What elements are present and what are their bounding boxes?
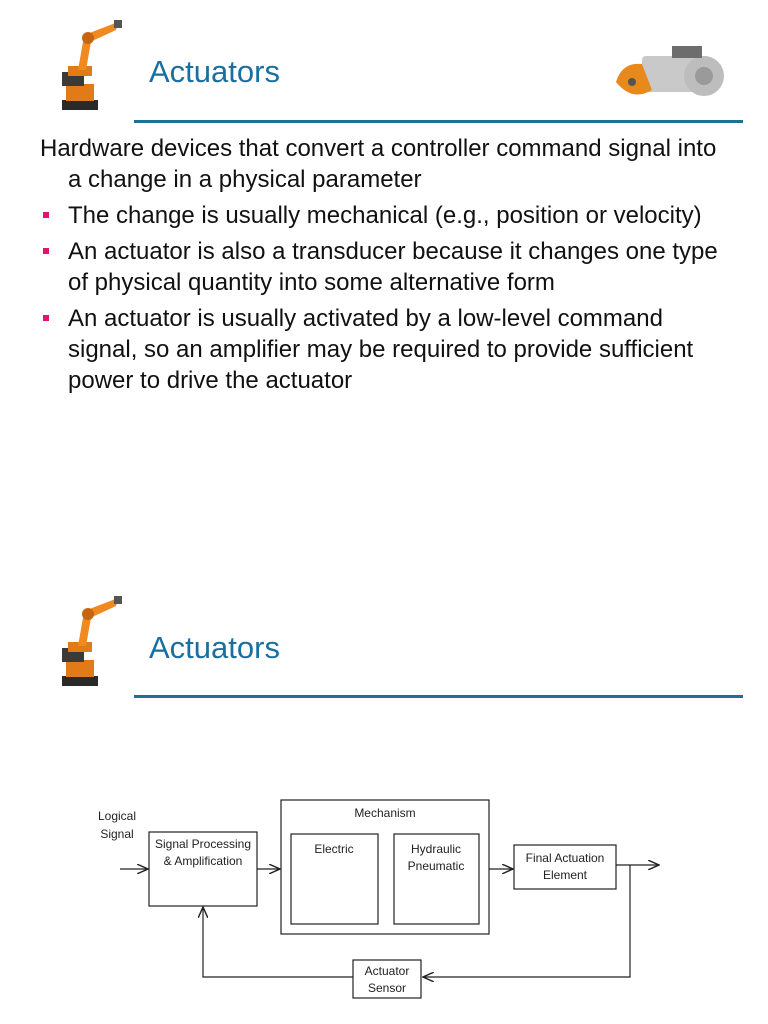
hydraulic-pneumatic-block [393, 833, 480, 925]
title-divider [134, 120, 743, 123]
bullet-text: The change is usually mechanical (e.g., … [68, 202, 702, 229]
bullet-icon [43, 212, 49, 218]
input-label-line2: Signal [100, 827, 133, 841]
bullet-list: The change is usually mechanical (e.g., … [40, 200, 730, 396]
page-title: Actuators [149, 54, 280, 89]
bullet-text: An actuator is also a transducer because… [68, 238, 718, 296]
mechanism-label: Mechanism [354, 806, 415, 820]
list-item: An actuator is also a transducer because… [40, 236, 730, 298]
slide-body: Hardware devices that convert a controll… [40, 133, 730, 401]
intro-text: Hardware devices that convert a controll… [40, 135, 717, 193]
feedback-line-to-signal-processing [203, 907, 353, 978]
electric-block [290, 833, 379, 925]
title-divider [134, 695, 743, 698]
electric-label: Electric [314, 842, 353, 856]
page-title: Actuators [149, 630, 280, 665]
slide-2: Actuators Logical Signal Signal Processi… [0, 576, 768, 1024]
hydraulic-line1: Hydraulic [411, 842, 461, 856]
final-line2: Element [543, 868, 588, 882]
bullet-icon [43, 248, 49, 254]
signal-block-line1: Signal Processing [155, 837, 251, 851]
final-actuation-block [513, 844, 617, 890]
final-line1: Final Actuation [526, 851, 605, 865]
hydraulic-line2: Pneumatic [408, 859, 465, 873]
list-item: An actuator is usually activated by a lo… [40, 303, 730, 396]
slide-1: Actuators Hardware devices that convert … [0, 0, 768, 470]
input-label-line1: Logical [98, 809, 136, 823]
sensor-line1: Actuator [365, 964, 410, 978]
bullet-text: An actuator is usually activated by a lo… [68, 305, 694, 394]
bullet-icon [43, 315, 49, 321]
sensor-line2: Sensor [368, 981, 406, 995]
actuator-sensor-block [352, 959, 422, 999]
list-item: The change is usually mechanical (e.g., … [40, 200, 730, 231]
industrial-robot-icon [62, 596, 122, 686]
servo-motor-icon [616, 46, 724, 96]
signal-block-line2: & Amplification [164, 854, 243, 868]
feedback-line-to-sensor [423, 865, 631, 977]
industrial-robot-icon [62, 20, 122, 110]
actuator-block-diagram: Logical Signal Signal Processing & Ampli… [98, 799, 680, 999]
signal-processing-block [148, 831, 258, 907]
